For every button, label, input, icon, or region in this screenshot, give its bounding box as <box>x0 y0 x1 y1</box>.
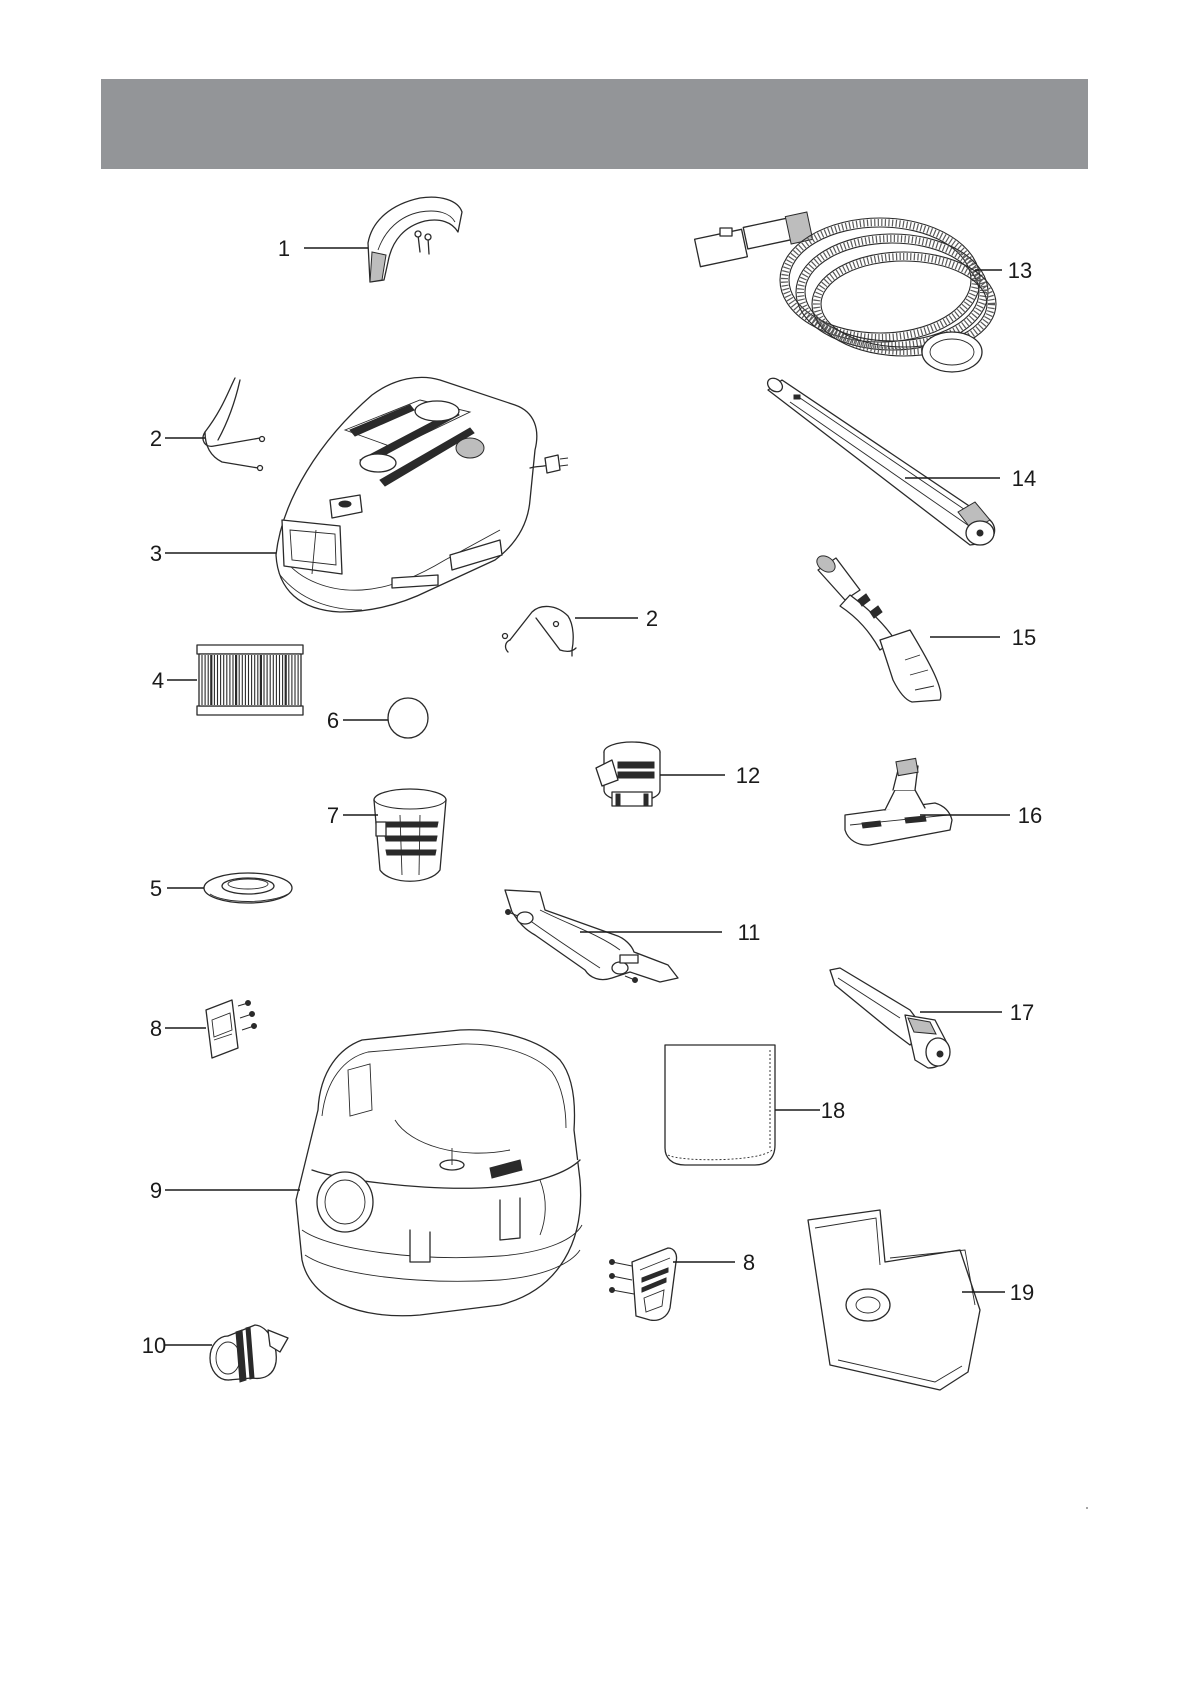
callout-label: 4 <box>152 668 164 693</box>
callout-label: 8 <box>150 1016 162 1041</box>
page-dot <box>1086 1507 1088 1509</box>
callout-label: 13 <box>1008 258 1032 283</box>
callout-label: 10 <box>142 1333 166 1358</box>
callout-label: 1 <box>278 236 290 261</box>
part-extension-wand <box>765 375 995 545</box>
callout-label: 12 <box>736 763 760 788</box>
part-cartridge-filter <box>197 645 303 715</box>
callout-label: 2 <box>646 606 658 631</box>
callout-label: 8 <box>743 1250 755 1275</box>
part-wire-clip-left <box>203 378 264 471</box>
callout-label: 5 <box>150 876 162 901</box>
callout-label: 3 <box>150 541 162 566</box>
part-float-valve <box>596 742 660 806</box>
part-crevice-tool <box>830 968 950 1068</box>
part-inlet-adapter <box>210 1325 288 1382</box>
callout-label: 15 <box>1012 625 1036 650</box>
part-utility-nozzle <box>814 553 941 702</box>
part-filter-lid <box>204 873 292 903</box>
part-tank-handle <box>505 890 678 983</box>
part-latch-right <box>610 1248 677 1320</box>
part-hose <box>695 212 996 372</box>
part-wire-clip-right <box>503 606 577 656</box>
part-filter-disc <box>388 698 428 738</box>
callout-label: 14 <box>1012 466 1036 491</box>
part-tank <box>296 1030 582 1316</box>
callout-label: 17 <box>1010 1000 1034 1025</box>
part-latch-left <box>206 1000 257 1058</box>
callout-label: 11 <box>738 920 761 945</box>
callout-label: 9 <box>150 1178 162 1203</box>
callout-label: 16 <box>1018 803 1042 828</box>
callout-label: 6 <box>327 708 339 733</box>
part-floor-nozzle <box>845 758 952 845</box>
part-motor-head <box>276 377 568 612</box>
part-filter-bag <box>665 1045 775 1165</box>
callout-label: 19 <box>1010 1280 1034 1305</box>
callout-label: 2 <box>150 426 162 451</box>
callout-label: 18 <box>821 1098 845 1123</box>
part-filter-cage <box>374 789 446 881</box>
callout-label: 7 <box>327 803 339 828</box>
part-handle <box>368 197 462 282</box>
part-dust-bag <box>808 1210 980 1390</box>
